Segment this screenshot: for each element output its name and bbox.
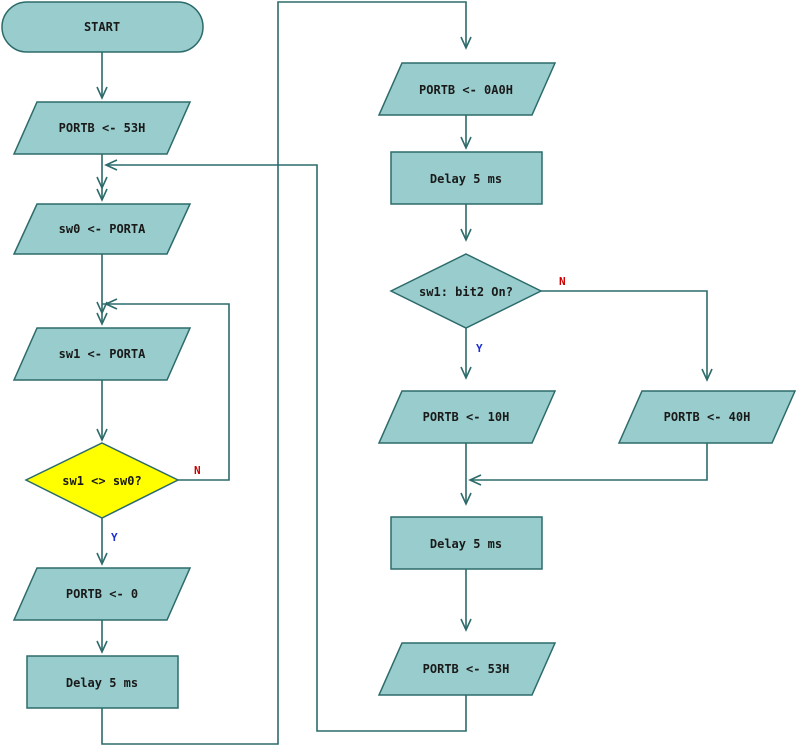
io-label: sw1 <- PORTA: [59, 347, 146, 361]
connector: [541, 290, 708, 380]
arrowhead: [468, 474, 482, 486]
start-label: START: [84, 20, 120, 34]
arrowhead: [460, 492, 472, 506]
io-parallelogram: [617, 390, 797, 444]
process-box: [390, 516, 543, 570]
output-portb-0a0h: PORTB <- 0A0H: [377, 62, 557, 116]
io-parallelogram: [12, 203, 192, 255]
arrowhead: [460, 366, 472, 380]
arrowhead: [460, 618, 472, 632]
io-label: sw0 <- PORTA: [59, 222, 146, 236]
branch-no-label: N: [194, 464, 201, 477]
io-label: PORTB <- 0A0H: [419, 83, 513, 97]
start-node: START: [1, 1, 204, 53]
arrowhead: [96, 176, 108, 190]
io-parallelogram: [377, 642, 557, 696]
arrowhead: [460, 136, 472, 150]
connector: [101, 1, 467, 745]
arrowhead: [96, 188, 108, 202]
arrowheads: [96, 36, 713, 654]
branch-yes-label: Y: [111, 531, 118, 544]
process-label: Delay 5 ms: [430, 537, 502, 551]
input-sw1-porta: sw1 <- PORTA: [12, 327, 192, 381]
process-delay-right-bottom: Delay 5 ms: [390, 516, 543, 570]
branch-yes-label: Y: [476, 342, 483, 355]
return-connector: [106, 164, 467, 732]
connectors: [101, 1, 708, 745]
arrowhead: [96, 640, 108, 654]
output-portb-40h: PORTB <- 40H: [617, 390, 797, 444]
process-label: Delay 5 ms: [66, 676, 138, 690]
output-portb-10h: PORTB <- 10H: [377, 390, 557, 444]
arrowhead: [701, 368, 713, 382]
process-delay-left: Delay 5 ms: [26, 655, 179, 709]
decision-diamond: [24, 442, 180, 519]
process-delay-right-top: Delay 5 ms: [390, 151, 543, 205]
io-label: PORTB <- 53H: [59, 121, 146, 135]
loop-connector: [102, 303, 230, 481]
io-label: PORTB <- 53H: [423, 662, 510, 676]
io-label: PORTB <- 10H: [423, 410, 510, 424]
branch-no-label: N: [559, 275, 566, 288]
arrowhead: [96, 301, 108, 315]
process-label: Delay 5 ms: [430, 172, 502, 186]
arrowhead: [460, 36, 472, 50]
input-sw0-porta: sw0 <- PORTA: [12, 203, 192, 255]
decision-bit2: sw1: bit2 On? N Y: [389, 253, 566, 355]
arrowhead: [460, 228, 472, 242]
io-label: PORTB <- 40H: [664, 410, 751, 424]
output-portb-53h-top: PORTB <- 53H: [12, 101, 192, 155]
decision-diamond: [389, 253, 543, 329]
process-box: [26, 655, 179, 709]
connector: [470, 443, 708, 481]
decision-label: sw1 <> sw0?: [62, 474, 141, 488]
arrowhead: [104, 298, 118, 310]
io-parallelogram: [12, 101, 192, 155]
output-portb-0: PORTB <- 0: [12, 567, 192, 621]
arrowhead: [96, 428, 108, 442]
arrowhead: [96, 312, 108, 326]
arrowhead: [96, 86, 108, 100]
decision-compare: sw1 <> sw0? N Y: [24, 442, 201, 544]
output-portb-53h-bottom: PORTB <- 53H: [377, 642, 557, 696]
io-parallelogram: [377, 62, 557, 116]
io-parallelogram: [377, 390, 557, 444]
arrowhead: [96, 552, 108, 566]
arrowhead: [104, 159, 118, 171]
io-label: PORTB <- 0: [66, 587, 138, 601]
io-parallelogram: [12, 567, 192, 621]
process-box: [390, 151, 543, 205]
io-parallelogram: [12, 327, 192, 381]
start-terminator: [1, 1, 204, 53]
decision-label: sw1: bit2 On?: [419, 285, 513, 299]
